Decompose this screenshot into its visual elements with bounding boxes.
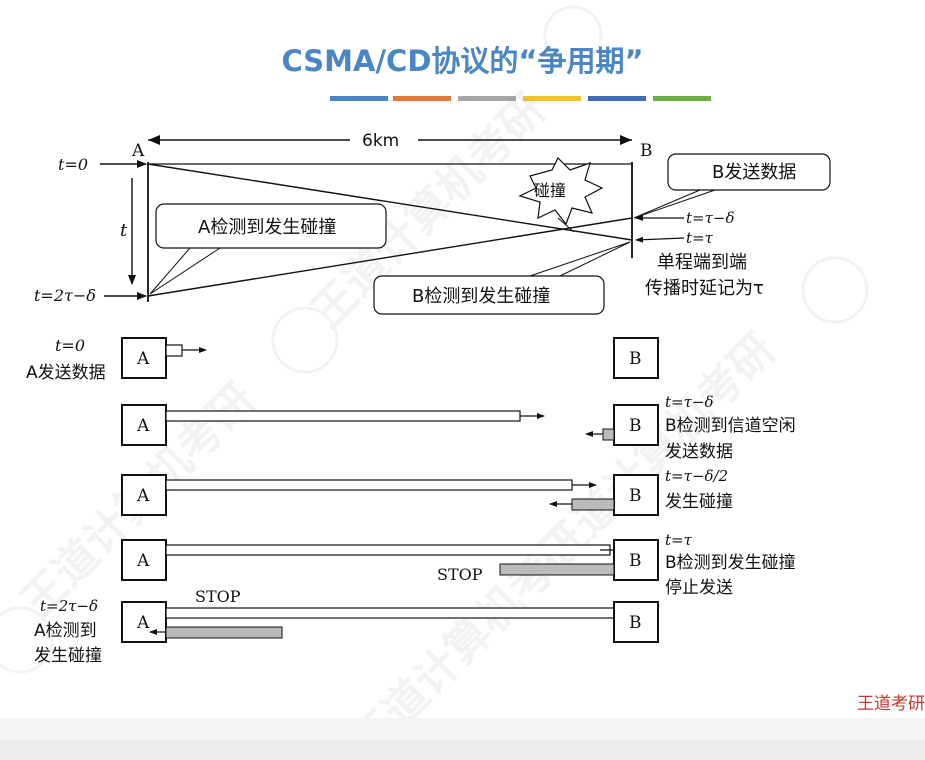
row4-stop-label: STOP [437,565,483,584]
row1-frame [165,344,183,357]
row-5: t=2τ−δ A检测到 发生碰撞 A STOP B [34,587,659,666]
svg-text:B: B [629,613,642,633]
row3-frame-b [571,498,615,511]
row2-right-line2: B检测到信道空闲 [665,416,796,436]
footer-brand: 王道考研 [857,694,925,714]
accent-bar-5 [588,96,646,101]
row3-right-line1: t=τ−δ/2 [665,467,728,485]
row4-right-line2: B检测到发生碰撞 [665,553,796,573]
row3-frame-a [165,479,573,491]
station-b-label: B [640,141,653,161]
row5-left-line2: A检测到 [34,621,97,641]
delay-line-2: 传播时延记为τ [645,278,764,299]
row-4: A B STOP t=τ B检测到发生碰撞 停止发送 [121,531,796,598]
signal-a-to-b [147,163,633,241]
row-1: t=0 A发送数据 A B [26,336,659,383]
svg-text:A: A [136,416,150,436]
timing-diagram: A B 6km t=0 t t=2τ−δ [34,131,831,315]
t-tau-label: t=τ [686,229,714,247]
t0-label: t=0 [58,155,88,174]
row2-box-a [121,404,167,446]
accent-bar-1 [330,96,388,101]
row3-box-b [613,474,659,516]
b-detects-label: B检测到发生碰撞 [412,286,550,307]
row5-box-a [121,601,167,643]
row4-frame-a [165,544,611,556]
row1-box-a [121,337,167,379]
row2-frame-a [165,410,521,422]
signal-b-to-a [147,217,633,297]
row4-box-b [613,539,659,581]
callout-b-detects [373,275,605,315]
row2-box-b [613,404,659,446]
collision-label: 碰撞 [534,181,566,200]
svg-text:A: A [136,551,150,571]
svg-text:B: B [629,486,642,506]
row2-right-line1: t=τ−δ [665,393,714,411]
svg-text:A: A [136,349,150,369]
row4-right-line3: 停止发送 [665,578,733,598]
row2-right-line3: 发送数据 [665,442,733,462]
a-detects-label: A检测到发生碰撞 [198,217,336,238]
bottom-band-2 [0,740,925,760]
b-sends-label: B发送数据 [712,162,796,183]
row4-box-a [121,539,167,581]
slide-title: CSMA/CD协议的“争用期” [281,44,644,78]
svg-text:A: A [136,486,150,506]
svg-text:B: B [629,349,642,369]
row1-box-b [613,337,659,379]
svg-text:B: B [629,551,642,571]
station-a-label: A [131,141,145,161]
svg-text:B: B [629,416,642,436]
svg-text:A: A [136,613,150,633]
row3-box-a [121,474,167,516]
delay-line-1: 单程端到端 [657,252,747,273]
callout-b-sends [667,153,831,191]
row5-frame-b [165,626,283,639]
row5-box-b [613,601,659,643]
distance-label: 6km [362,131,399,151]
accent-bar-2 [393,96,451,101]
accent-bar-3 [458,96,516,101]
row5-frame-a [165,607,615,619]
callout-a-detects [155,203,387,249]
row1-left-line2: A发送数据 [26,363,106,383]
row1-left-line1: t=0 [55,336,85,355]
accent-bar-4 [523,96,581,101]
row4-frame-b [499,563,615,576]
row-3: A B t=τ−δ/2 发生碰撞 [121,467,733,516]
time-axis-label: t [120,220,128,241]
row3-right-line2: 发生碰撞 [665,492,733,512]
row5-stop-label: STOP [195,587,241,606]
row2-frame-b [602,428,615,441]
t-2tau-label: t=2τ−δ [34,286,96,305]
watermark-layer: 王道计算机考研 王道计算机考研 王道计算机考研 王道计算机考研 [0,5,869,760]
row5-left-line1: t=2τ−δ [40,597,98,615]
row5-left-line3: 发生碰撞 [34,646,102,666]
row4-right-line1: t=τ [665,531,693,549]
accent-bar-6 [653,96,711,101]
row-2: A B t=τ−δ B检测到信道空闲 发送数据 [121,393,796,462]
t-tau-minus-delta-label: t=τ−δ [686,209,735,227]
collision-burst [518,156,604,226]
